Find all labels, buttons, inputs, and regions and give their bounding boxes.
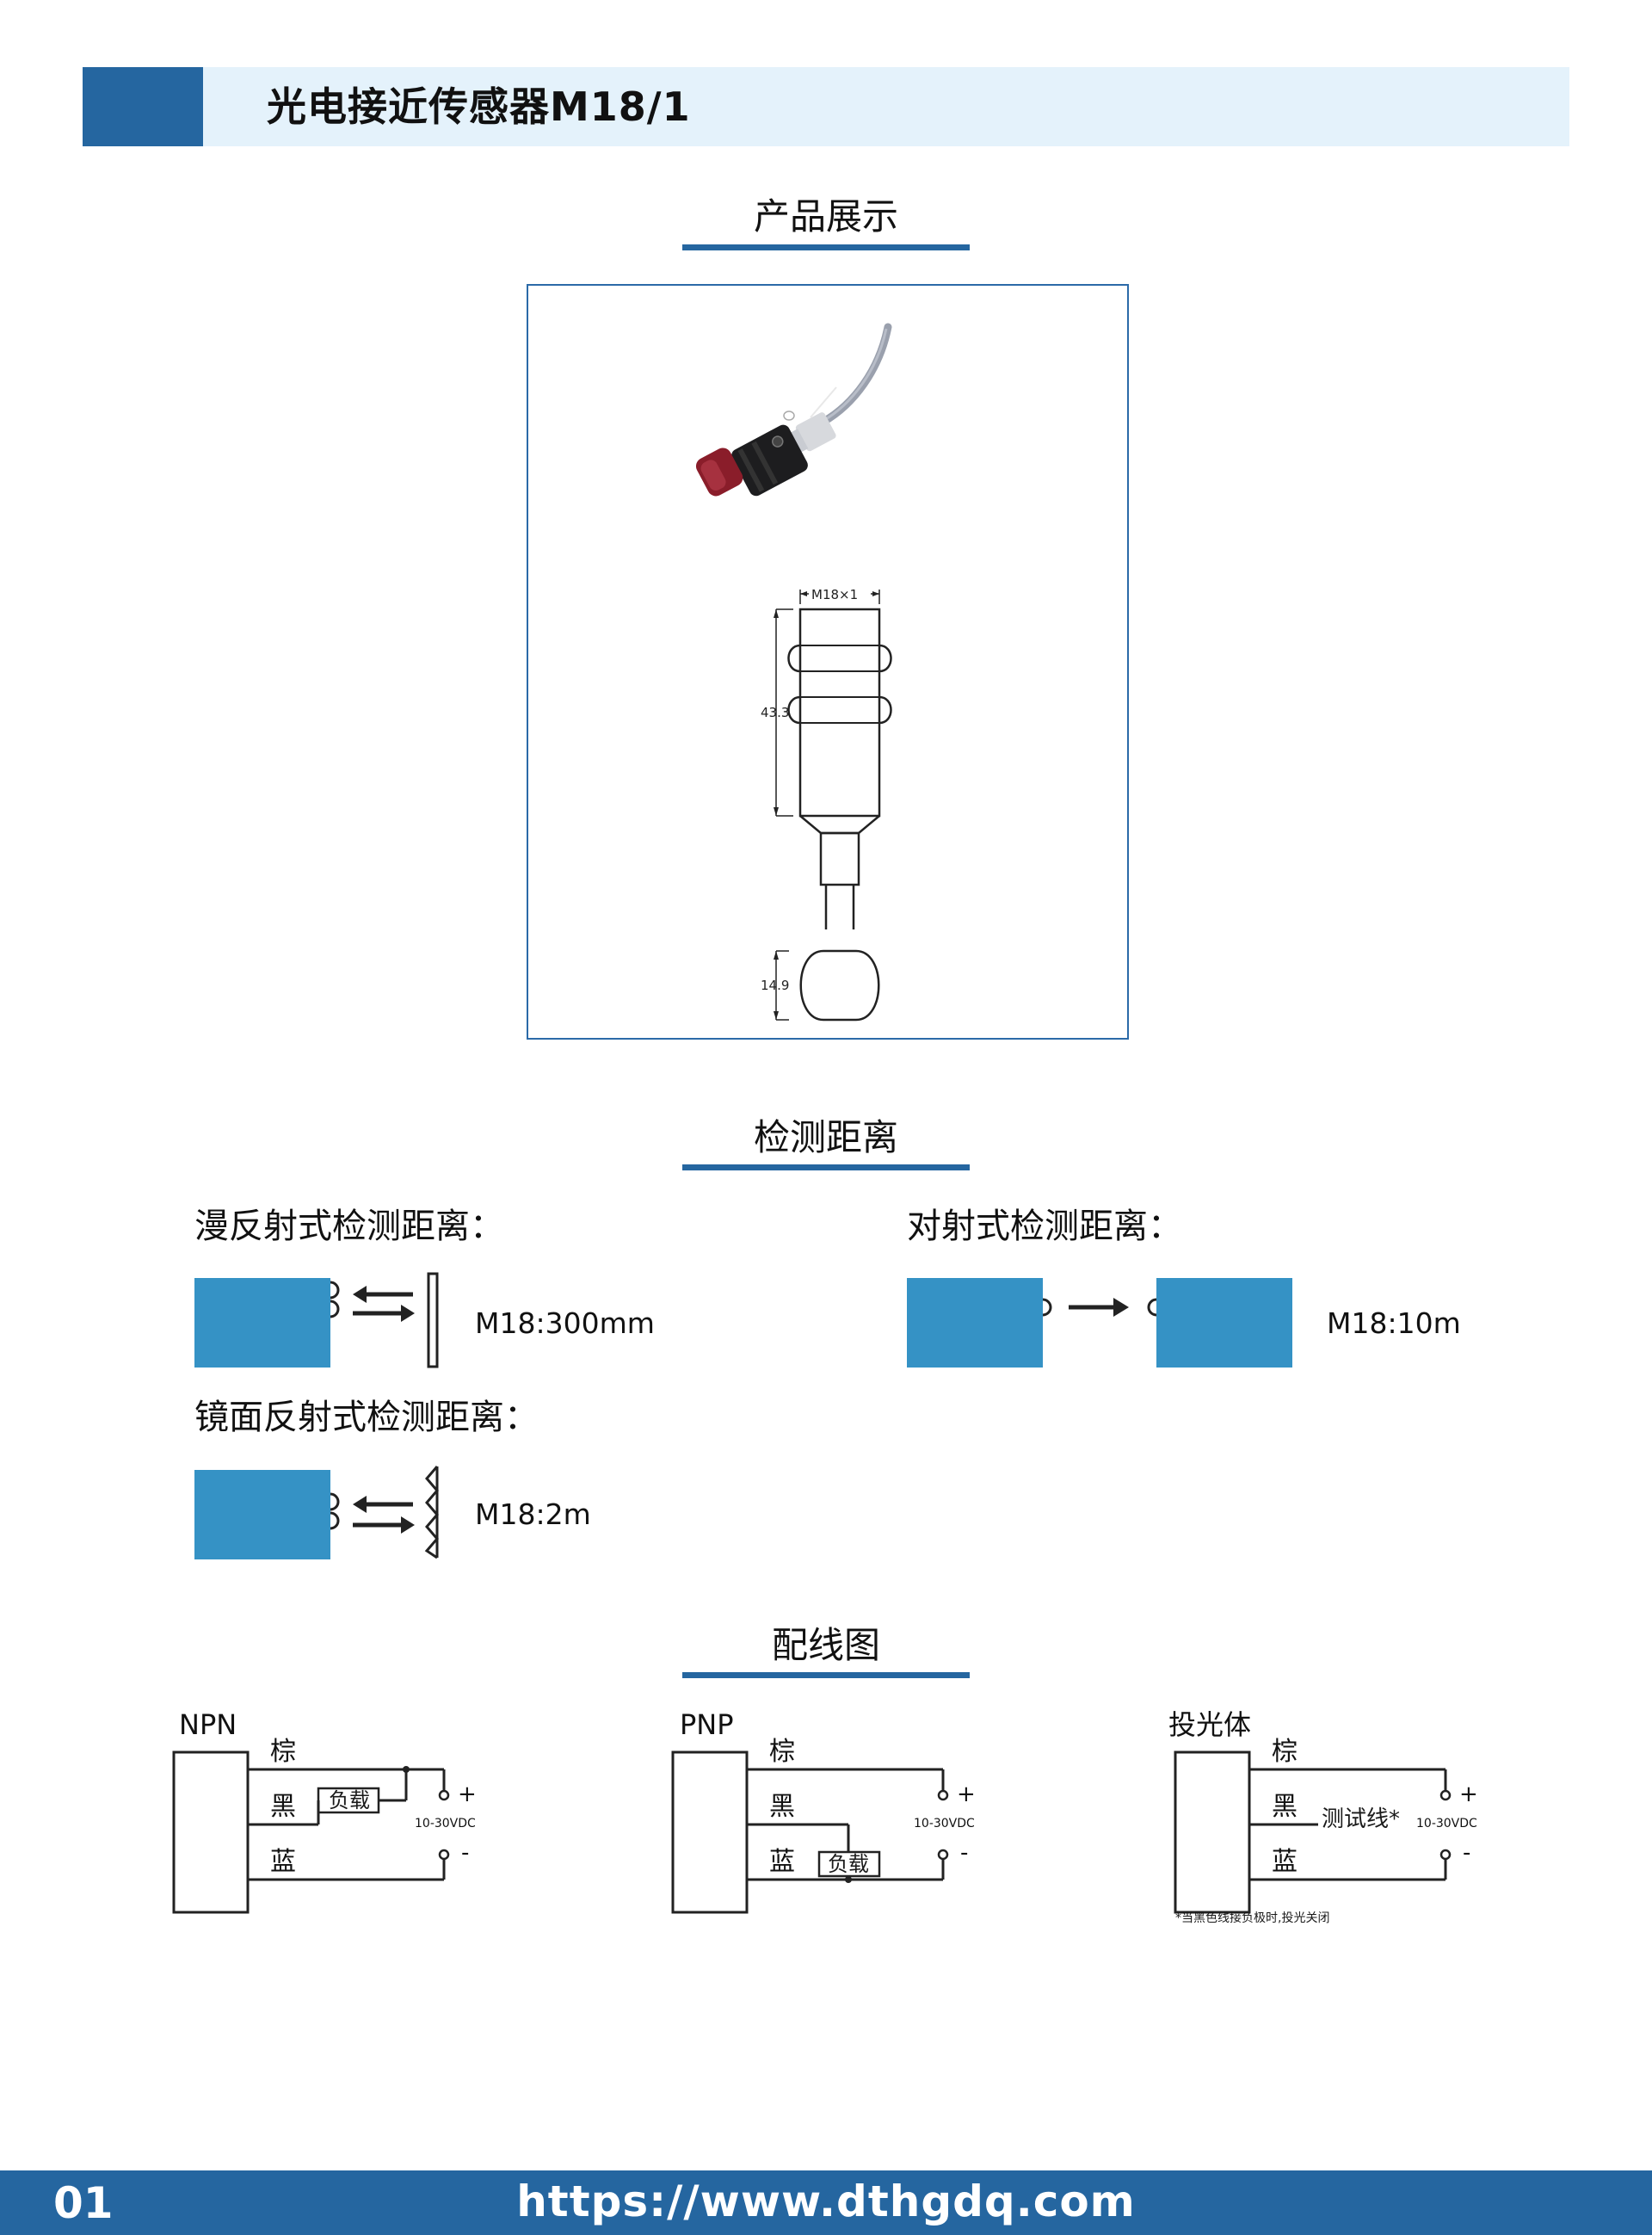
through-beam-distance-value: M18:10m bbox=[1327, 1306, 1461, 1340]
emitter-footnote: *当黑色线接负极时,投光关闭 bbox=[1175, 1911, 1330, 1925]
mirror-sensor-block bbox=[194, 1470, 330, 1559]
emitter-block bbox=[907, 1278, 1043, 1368]
footer-url-link[interactable]: https://www.dthgdq.com bbox=[516, 2176, 1136, 2226]
product-image-frame bbox=[527, 284, 1129, 1040]
pnp-blue-wire-label: 蓝 bbox=[769, 1847, 795, 1877]
pnp-plus-label: + bbox=[957, 1781, 976, 1807]
emitter-brown-wire-label: 棕 bbox=[1272, 1737, 1298, 1767]
through-beam-arrow-icon bbox=[1042, 1298, 1157, 1317]
emitter-black-wire-label: 黑 bbox=[1272, 1792, 1298, 1822]
product-section-title: 产品展示 bbox=[753, 195, 898, 238]
npn-wiring-diagram bbox=[172, 1750, 450, 1914]
emitter-blue-wire-label: 蓝 bbox=[1272, 1847, 1298, 1877]
header-band bbox=[203, 67, 1569, 146]
diffuse-distance-value: M18:300mm bbox=[475, 1306, 655, 1340]
npn-load-label: 负载 bbox=[329, 1788, 370, 1812]
thread-dimension-label: M18×1 bbox=[811, 587, 858, 602]
pnp-voltage-label: 10-30VDC bbox=[914, 1817, 975, 1831]
pnp-type-label: PNP bbox=[680, 1708, 734, 1741]
emitter-test-line-label: 测试线* bbox=[1322, 1806, 1401, 1832]
diffuse-sensor-block bbox=[194, 1278, 330, 1368]
dimension-drawing: M18×1 43.3 14.9 bbox=[761, 587, 892, 1022]
pnp-black-wire-label: 黑 bbox=[769, 1792, 795, 1822]
length-dimension-label: 43.3 bbox=[761, 705, 789, 720]
footer-bar bbox=[0, 2170, 1652, 2235]
wiring-section-underline bbox=[682, 1672, 970, 1678]
wiring-section-title: 配线图 bbox=[771, 1624, 880, 1666]
diameter-dimension-label: 14.9 bbox=[761, 978, 789, 993]
diffuse-arrows-icon bbox=[330, 1272, 439, 1368]
page-title: 光电接近传感器M18/1 bbox=[267, 83, 691, 130]
detection-section-title: 检测距离 bbox=[753, 1116, 898, 1158]
product-section-underline bbox=[682, 244, 970, 250]
detection-section-underline bbox=[682, 1164, 970, 1170]
page-number: 01 bbox=[53, 2178, 114, 2228]
pnp-minus-label: - bbox=[960, 1840, 969, 1866]
pnp-load-label: 负载 bbox=[828, 1852, 869, 1876]
emitter-wiring-diagram bbox=[1174, 1750, 1452, 1914]
header-accent-block bbox=[83, 67, 203, 146]
npn-voltage-label: 10-30VDC bbox=[415, 1817, 476, 1831]
mirror-arrows-icon bbox=[330, 1466, 439, 1559]
diffuse-label: 漫反射式检测距离： bbox=[194, 1207, 504, 1246]
npn-plus-label: + bbox=[458, 1781, 477, 1807]
receiver-block bbox=[1156, 1278, 1292, 1368]
npn-minus-label: - bbox=[461, 1840, 470, 1866]
mirror-label: 镜面反射式检测距离： bbox=[194, 1398, 539, 1437]
emitter-voltage-label: 10-30VDC bbox=[1416, 1817, 1477, 1831]
emitter-type-label: 投光体 bbox=[1168, 1708, 1252, 1741]
npn-blue-wire-label: 蓝 bbox=[270, 1847, 296, 1877]
product-photo bbox=[695, 323, 892, 497]
npn-brown-wire-label: 棕 bbox=[270, 1737, 296, 1767]
npn-type-label: NPN bbox=[179, 1708, 237, 1741]
pnp-wiring-diagram bbox=[671, 1750, 949, 1914]
emitter-plus-label: + bbox=[1459, 1781, 1478, 1807]
npn-black-wire-label: 黑 bbox=[270, 1792, 296, 1822]
through-beam-label: 对射式检测距离： bbox=[907, 1207, 1182, 1246]
mirror-distance-value: M18:2m bbox=[475, 1497, 591, 1531]
pnp-brown-wire-label: 棕 bbox=[769, 1737, 795, 1767]
emitter-minus-label: - bbox=[1463, 1840, 1471, 1866]
